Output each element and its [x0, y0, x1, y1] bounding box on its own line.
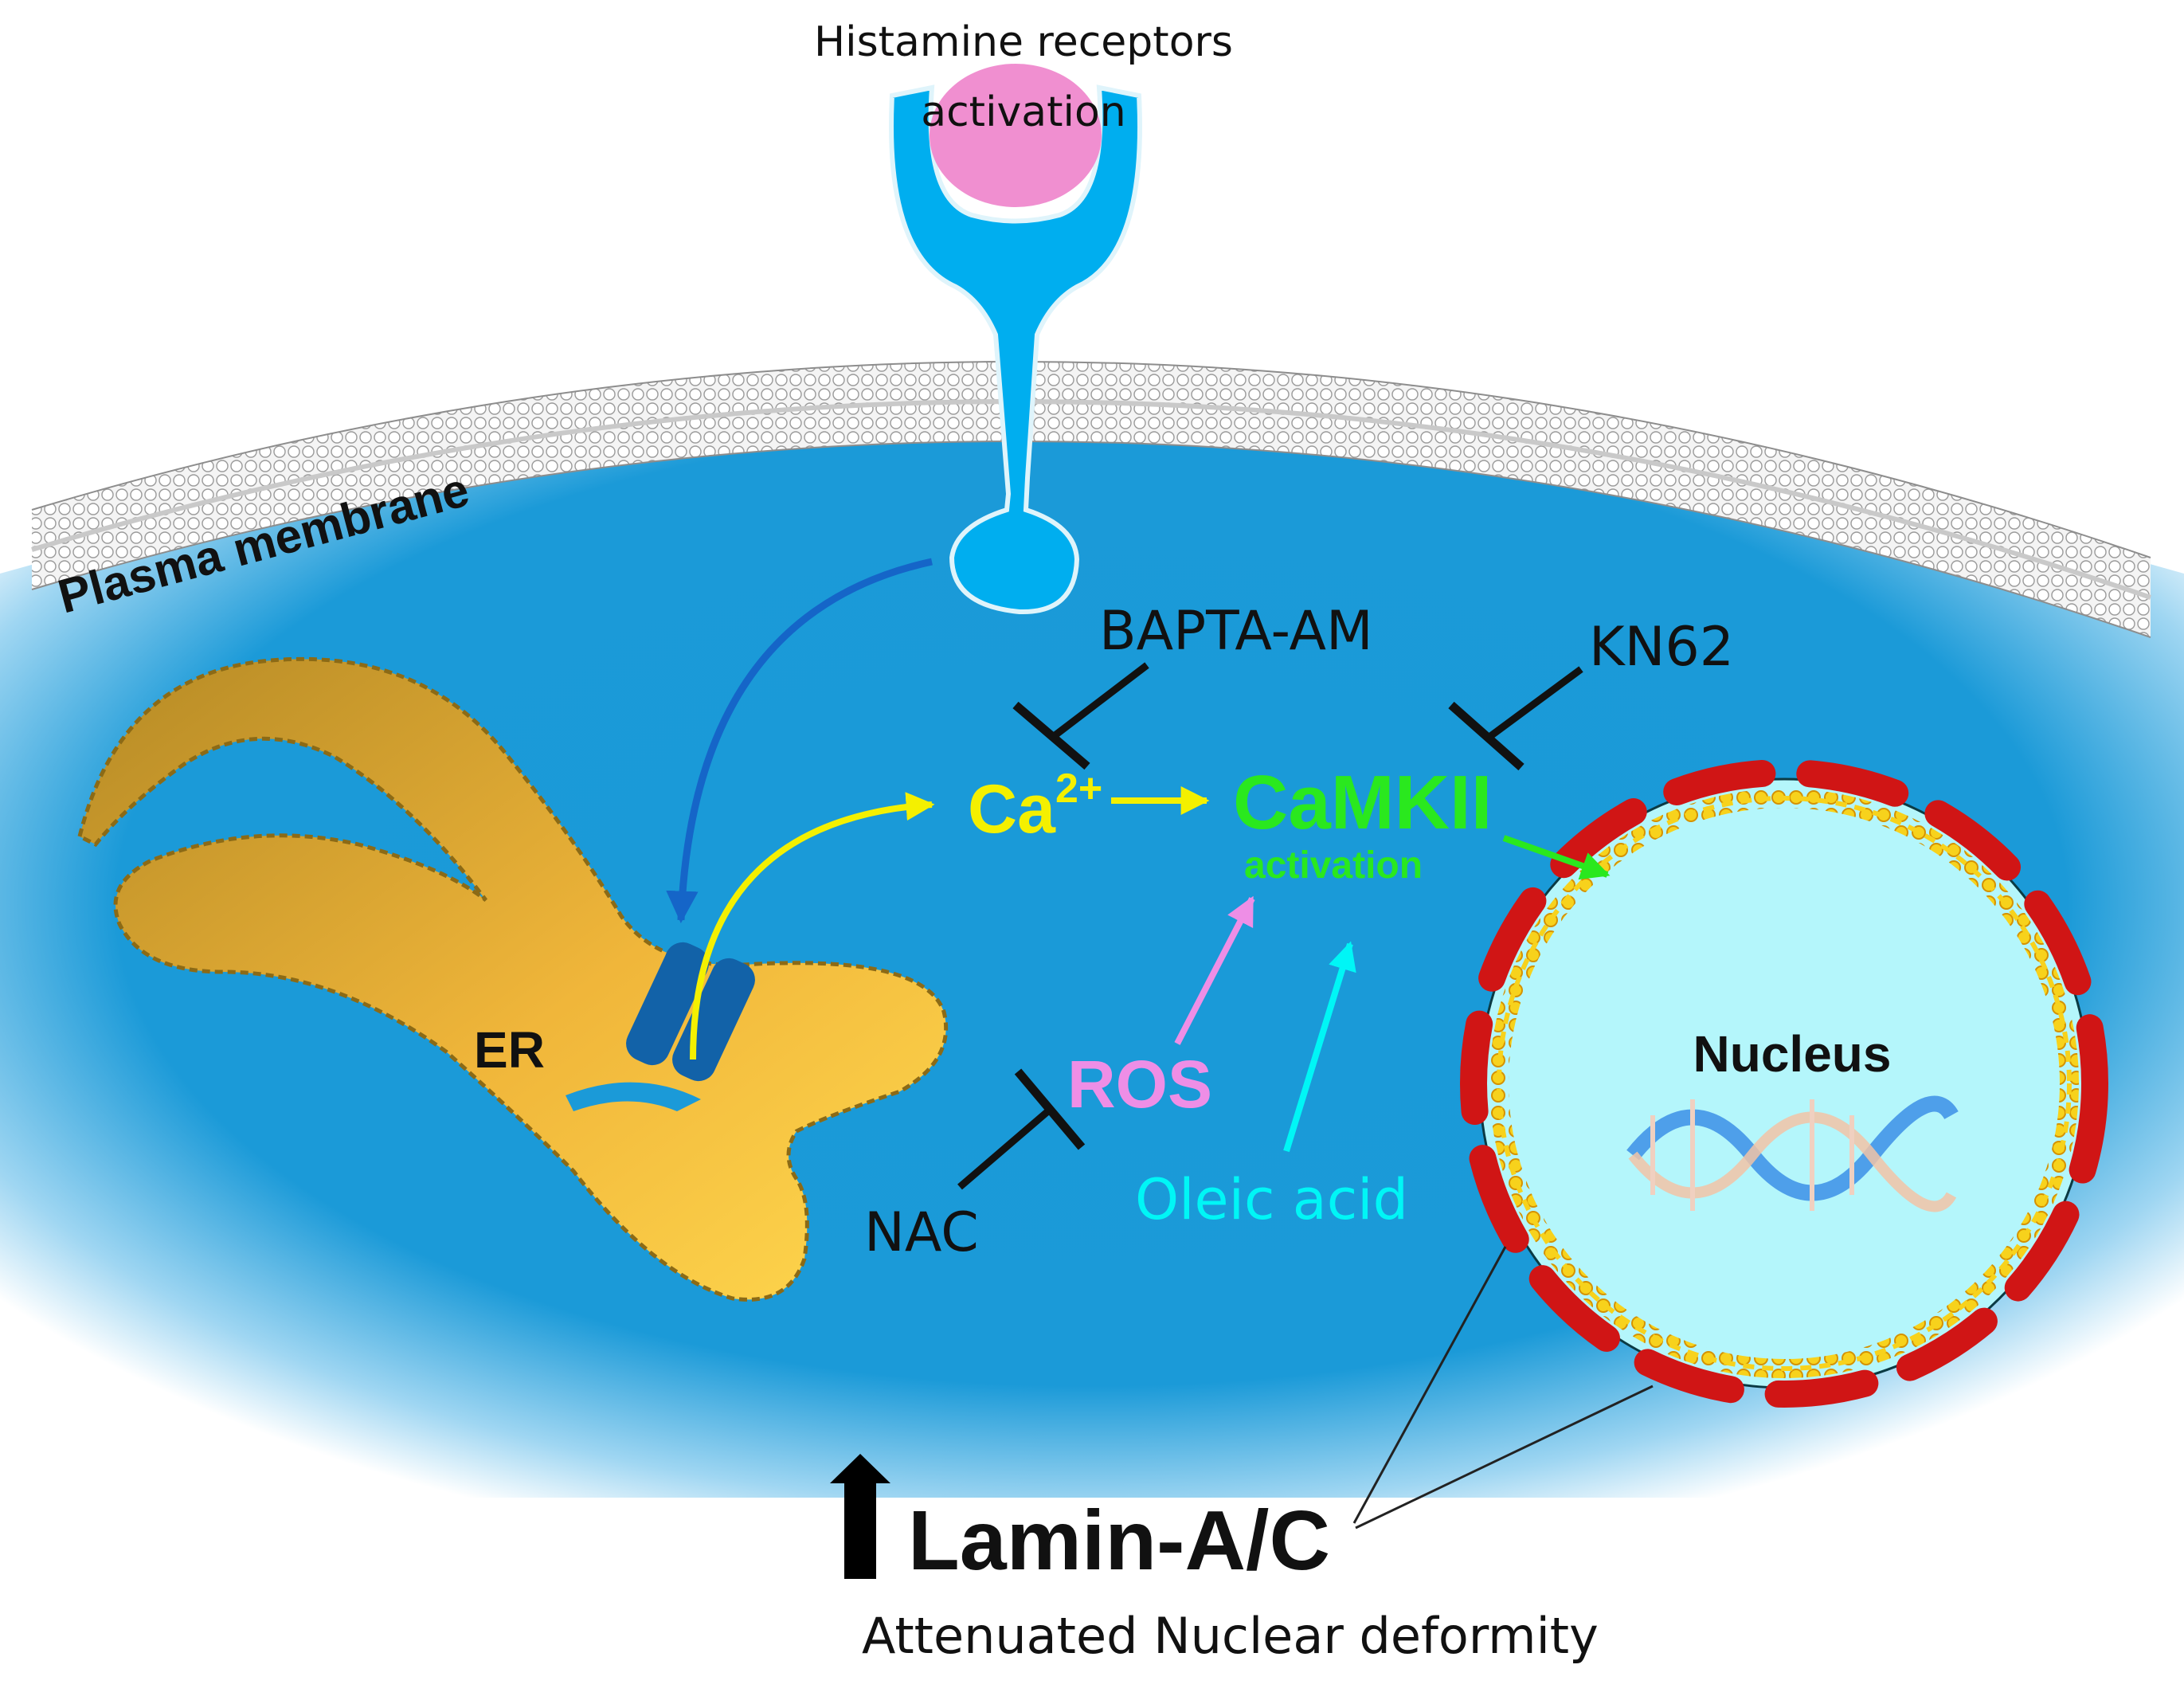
- lamin-callout-lines: [1352, 1246, 1654, 1530]
- ros-label: ROS: [1067, 1047, 1212, 1122]
- histamine-receptor: [889, 84, 1142, 615]
- plasma-membrane: [31, 360, 2151, 638]
- endoplasmic-reticulum: [77, 656, 949, 1302]
- kn62-inhibition: [1448, 666, 1583, 771]
- kn62-label: KN62: [1589, 616, 1734, 679]
- calcium-label: Ca2+: [968, 766, 1102, 848]
- oleic-acid-label: Oleic acid: [1135, 1167, 1408, 1232]
- er-to-calcium-arrow: [690, 792, 935, 1060]
- dna-icon: [1626, 1095, 1959, 1212]
- increase-arrow-icon: [830, 1454, 890, 1579]
- nucleus-label: Nucleus: [1693, 1025, 1892, 1083]
- er-label: ER: [474, 1021, 545, 1079]
- camkii-label: CaMKII: [1233, 760, 1492, 845]
- nac-label: NAC: [864, 1201, 979, 1264]
- oleic-acid-to-camkii-arrow: [1283, 941, 1356, 1153]
- nac-inhibition: [957, 1068, 1086, 1190]
- lamin-a-c-segments: [1460, 759, 2108, 1408]
- nucleus: [1478, 777, 2090, 1389]
- histamine-ligand: [930, 64, 1102, 207]
- camkii-activation-label: activation: [1244, 844, 1423, 887]
- nuclear-deformity-label: Attenuated Nuclear deformity: [862, 1607, 1599, 1665]
- camkii-to-nucleus-arrow: [1502, 835, 1611, 880]
- receptor-label-line2: activation: [921, 88, 1126, 136]
- bapta-am-label: BAPTA-AM: [1099, 600, 1373, 663]
- lamin-a-c-label: Lamin-A/C: [908, 1494, 1330, 1588]
- receptor-to-er-arrow: [666, 558, 933, 924]
- bapta-am-inhibition: [1012, 662, 1149, 770]
- ros-to-camkii-arrow: [1174, 895, 1255, 1045]
- receptor-label-line1: Histamine receptors: [814, 18, 1233, 66]
